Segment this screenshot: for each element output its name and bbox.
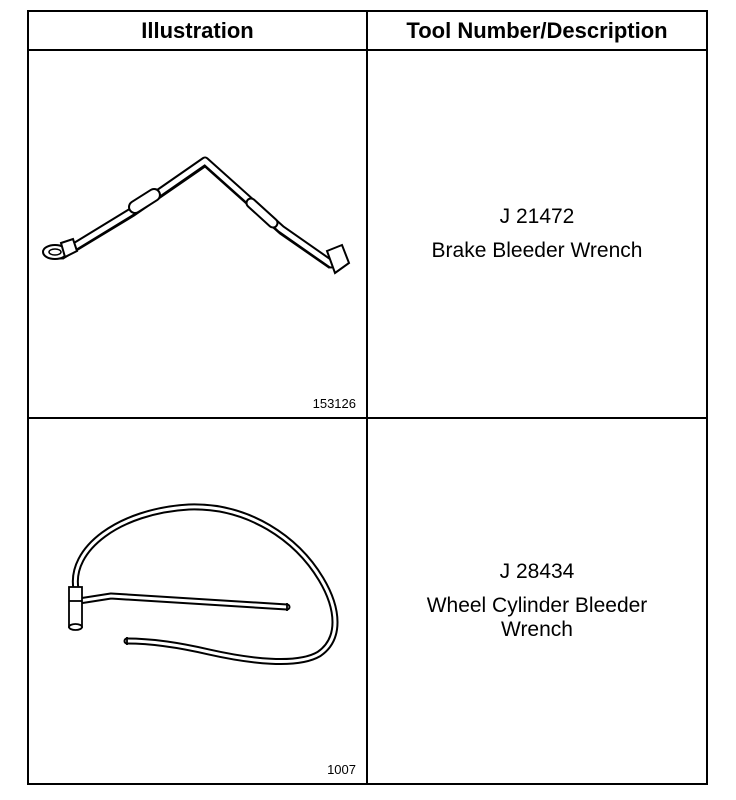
header-tool-description: Tool Number/Description (406, 17, 668, 43)
tool-number: J 21472 (499, 205, 575, 228)
figure-id: 153126 (312, 396, 356, 411)
table-row: 153126 J 21472 Brake Bleeder Wrench (29, 51, 706, 419)
tool-number: J 28434 (499, 560, 575, 583)
wheel-cylinder-bleeder-wrench-icon (68, 503, 339, 665)
brake-bleeder-wrench-icon (42, 156, 351, 275)
tool-name: Wheel Cylinder Bleeder Wrench (426, 594, 648, 641)
description-cell: J 28434 Wheel Cylinder Bleeder Wrench (368, 419, 706, 783)
description-cell: J 21472 Brake Bleeder Wrench (368, 51, 706, 417)
table-row: 1007 J 28434 Wheel Cylinder Bleeder Wren… (29, 419, 706, 783)
tool-name: Brake Bleeder Wrench (431, 239, 643, 262)
table-header-row: Illustration Tool Number/Description (29, 12, 706, 51)
tool-table: Illustration Tool Number/Description (27, 10, 708, 785)
illustration-cell: 153126 (29, 51, 368, 417)
header-illustration: Illustration (29, 12, 368, 49)
figure-id: 1007 (327, 762, 356, 777)
illustration-cell: 1007 (29, 419, 368, 783)
